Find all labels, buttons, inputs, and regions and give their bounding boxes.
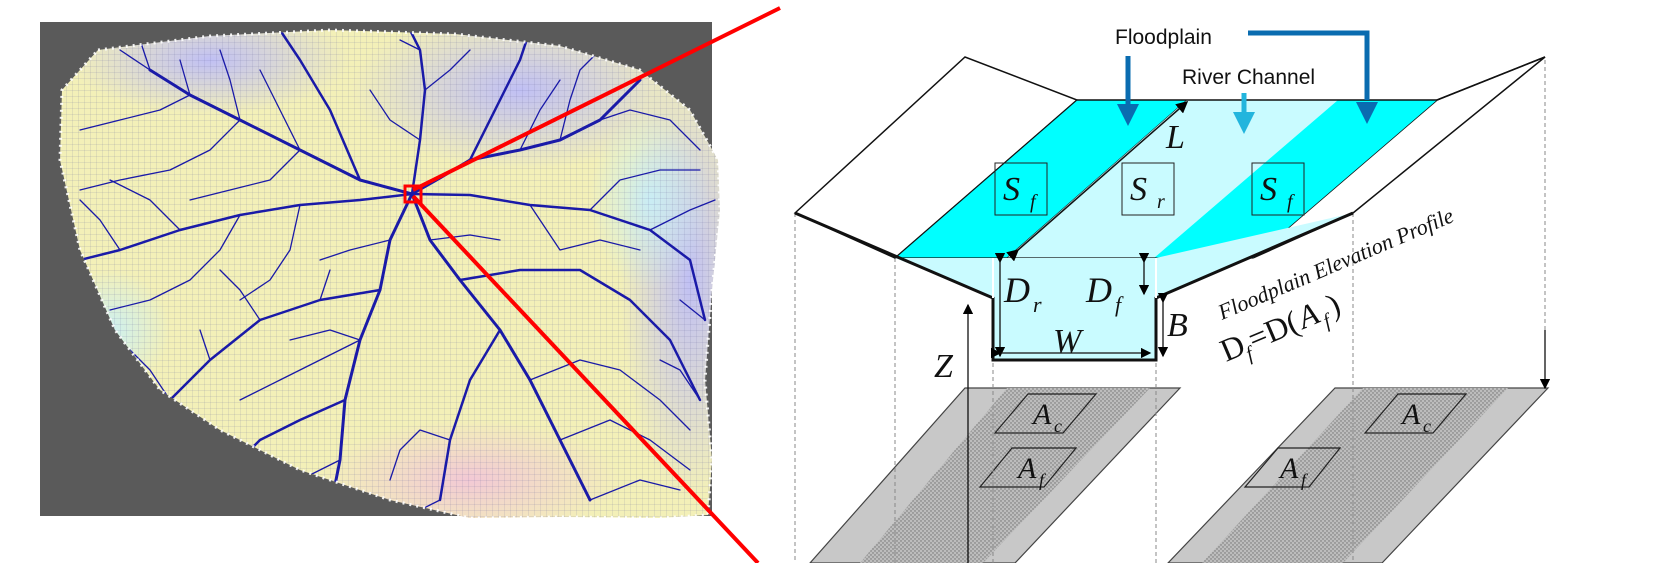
- area-box-ac-left: [993, 393, 1098, 434]
- label-f-subscript-af-right: f: [1301, 470, 1309, 490]
- slope-box-floodplain-right: [1251, 162, 1305, 216]
- label-Sf-left: S f: [1003, 171, 1038, 213]
- river-channel-arrowhead: [1233, 112, 1255, 134]
- area-box-af-left: [978, 447, 1078, 488]
- label-S-base-river: S: [1130, 171, 1147, 208]
- label-A-base-ac-right: A: [1400, 398, 1421, 431]
- area-box-af-right: [1243, 447, 1342, 488]
- label-A-base-ac-left: A: [1031, 398, 1052, 431]
- label-c-subscript-left: c: [1054, 416, 1062, 436]
- label-r-subscript-dr: r: [1033, 292, 1042, 317]
- basin-boundary: [58, 28, 722, 520]
- land-strip-left-dotted: [860, 388, 1150, 563]
- label-r-subscript: r: [1157, 191, 1165, 213]
- river-network: [78, 30, 716, 512]
- label-c-subscript-right: c: [1423, 416, 1431, 436]
- slope-box-floodplain-left: [994, 162, 1048, 216]
- floodplain-right-water: [1154, 100, 1437, 258]
- label-A-base-af-right: A: [1278, 452, 1299, 485]
- land-strip-right-dotted: [1202, 388, 1508, 563]
- label-Ac-left: A c: [1031, 398, 1062, 436]
- floodplain-right-edge: [1436, 56, 1546, 101]
- label-Sr: S r: [1130, 171, 1165, 213]
- label-Z: Z: [934, 348, 954, 385]
- floodplain-arrow-right: [1248, 30, 1370, 100]
- channel-cross-section: [993, 258, 1156, 360]
- land-strips: [809, 387, 1550, 563]
- label-f-subscript-right: f: [1287, 191, 1295, 213]
- zoom-line-bottom: [411, 194, 760, 563]
- label-D-base-r: D: [1003, 270, 1030, 310]
- zoom-line-top: [412, 6, 781, 192]
- label-Df: D f: [1085, 270, 1124, 317]
- length-arrow: [1006, 101, 1189, 262]
- label-B: B: [1167, 307, 1188, 344]
- label-Sf-right: S f: [1260, 171, 1295, 213]
- label-L: L: [1165, 119, 1185, 156]
- label-Ac-right: A c: [1400, 398, 1431, 436]
- label-f-subscript-left: f: [1030, 191, 1038, 213]
- label-Af-left: A f: [1016, 452, 1047, 490]
- label-S-base-left: S: [1003, 171, 1020, 208]
- slope-box-river: [1121, 162, 1175, 216]
- floodplain-arrowhead-right: [1356, 102, 1378, 124]
- label-f-subscript-af-left: f: [1039, 470, 1047, 490]
- floodplain-arrowhead-left: [1117, 104, 1139, 126]
- area-box-ac-right: [1363, 393, 1468, 434]
- label-S-base-right: S: [1260, 171, 1277, 208]
- zoom-box: [403, 184, 423, 204]
- label-D-base-f: D: [1085, 270, 1112, 310]
- label-W: W: [1053, 323, 1084, 360]
- catchment-map: [40, 22, 722, 520]
- label-Af-right: A f: [1278, 452, 1309, 490]
- floodplain-elevation-profile-line: [794, 211, 1354, 362]
- label-floodplain: Floodplain: [1115, 26, 1212, 49]
- label-Dr: D r: [1003, 270, 1042, 317]
- label-river-channel: River Channel: [1182, 66, 1315, 89]
- channel-diagram: L S f S r S f D r D f B W: [793, 26, 1551, 563]
- label-A-base-af-left: A: [1016, 452, 1037, 485]
- label-f-subscript-df: f: [1115, 292, 1124, 317]
